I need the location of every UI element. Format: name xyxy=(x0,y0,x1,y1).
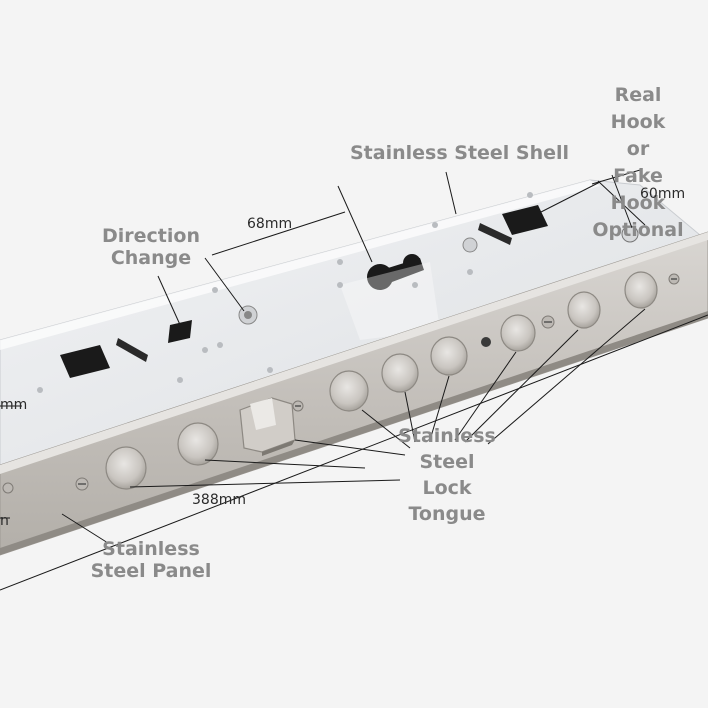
screw-icon xyxy=(541,315,555,329)
bolt xyxy=(329,370,369,412)
hook-line: or xyxy=(626,138,650,160)
dimension-68mm: 68mm xyxy=(247,216,293,232)
annotation-lines xyxy=(0,169,708,591)
panel-label: Stainless Steel Panel xyxy=(86,538,216,583)
hook-label: Real Hook or Fake Hook Optional xyxy=(588,82,688,244)
bolt xyxy=(177,422,219,466)
dimension-left-top: mm xyxy=(0,397,28,413)
hook-line: Real xyxy=(614,84,662,106)
shell-label: Stainless Steel Shell xyxy=(350,142,570,164)
direction-change-label: Direction Change xyxy=(102,225,200,270)
tongue-line: Stainless xyxy=(398,425,496,447)
shell-slot xyxy=(502,205,548,235)
lock-tongue-label: Stainless Steel Lock Tongue xyxy=(392,423,502,527)
dimension-left-bottom: n xyxy=(0,513,9,529)
bolt xyxy=(500,314,536,352)
panel-line: Stainless xyxy=(102,538,200,560)
tongue-line: Steel xyxy=(419,451,475,473)
steel-shell xyxy=(0,179,702,520)
bolt xyxy=(567,291,601,329)
tongue-line: Lock xyxy=(422,477,472,499)
panel-screws xyxy=(2,273,680,494)
bolt xyxy=(624,271,658,309)
bolt xyxy=(381,353,419,393)
hook-line: Hook xyxy=(610,192,666,214)
panel-line: Steel Panel xyxy=(90,559,212,582)
tongue-line: Tongue xyxy=(408,503,486,525)
dimension-388mm: 388mm xyxy=(192,492,246,508)
shell-slot xyxy=(60,345,110,378)
hook-line: Fake xyxy=(613,165,663,187)
dimension-60mm: 60mm xyxy=(640,186,686,202)
direction-line: Direction xyxy=(102,225,200,247)
cylinder-hole xyxy=(367,264,393,290)
direction-line: Change xyxy=(110,246,192,269)
bolt xyxy=(105,446,147,490)
screw-icon xyxy=(292,400,304,412)
screw-icon xyxy=(75,477,89,491)
latch-bolt xyxy=(239,397,296,456)
bolt xyxy=(430,336,468,376)
hook-line: Hook xyxy=(610,111,666,133)
lock-tongues xyxy=(105,271,658,490)
hook-line: Optional xyxy=(592,219,684,241)
screw-icon xyxy=(668,273,680,285)
